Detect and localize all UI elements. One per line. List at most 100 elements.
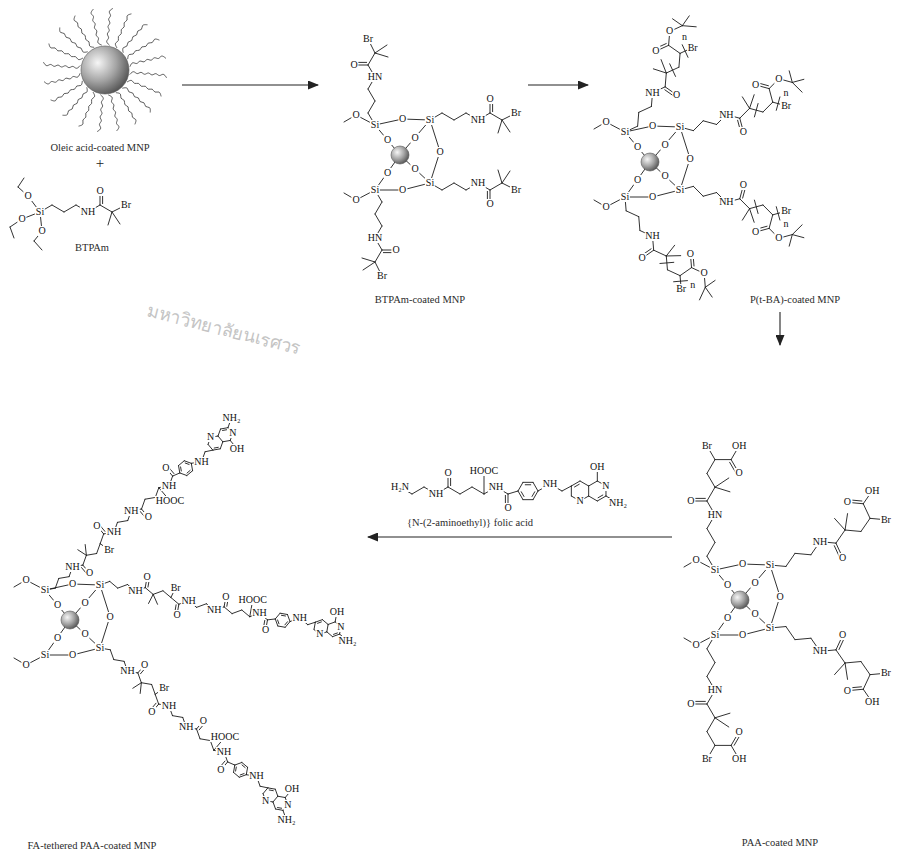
atom-label: OH xyxy=(589,462,605,472)
bond-line xyxy=(571,486,572,496)
atom-label: NH₂ xyxy=(277,815,297,825)
atom-label: O xyxy=(838,553,847,563)
atom-label: O xyxy=(735,727,744,737)
bond-line xyxy=(707,529,715,543)
atom-label: O xyxy=(80,598,89,608)
bond-line xyxy=(213,449,220,450)
bond-line xyxy=(639,217,640,231)
atom-label: O xyxy=(503,503,512,513)
atom-label: O xyxy=(738,630,747,640)
bond-line xyxy=(508,491,518,494)
bond-line xyxy=(670,64,676,77)
atom-label: Si xyxy=(40,650,50,660)
atom-label: O xyxy=(216,765,225,775)
bond-line xyxy=(754,103,758,116)
oleic-chain xyxy=(128,39,160,59)
bond-line xyxy=(836,650,845,663)
bond-line xyxy=(85,545,86,556)
bond-line xyxy=(155,694,159,704)
bond-line xyxy=(375,45,387,53)
atom-label: O xyxy=(144,512,153,522)
bond-line xyxy=(86,554,96,556)
bond-line xyxy=(653,69,666,73)
bond-line xyxy=(699,287,705,300)
reaction-arrow xyxy=(779,312,780,345)
bond-line xyxy=(260,786,268,788)
atom-label: Si xyxy=(675,122,685,132)
atom-label: Br xyxy=(687,43,699,53)
atom-label: NH xyxy=(812,537,828,547)
atom-label: n xyxy=(689,280,696,290)
bond-line xyxy=(153,591,163,595)
atom-label: O xyxy=(774,233,783,243)
atom-label: O xyxy=(691,640,700,650)
atom-label: O xyxy=(843,686,852,696)
bond-line xyxy=(187,471,193,476)
atom-label: HOOC xyxy=(238,595,268,605)
atom-label: NH xyxy=(127,586,143,596)
atom-label: n xyxy=(782,88,789,98)
watermark: มหาวิทยาลัยนเรศวร xyxy=(145,300,304,359)
bond-line xyxy=(223,440,230,441)
bond-line xyxy=(845,530,861,531)
atom-label: Si xyxy=(35,207,45,217)
atom-label: NH xyxy=(470,178,486,188)
oleic-chain xyxy=(74,16,94,48)
bond-line xyxy=(792,235,804,238)
bond-line xyxy=(327,624,328,631)
atom-label: O xyxy=(410,164,419,174)
oleic-chain xyxy=(44,73,80,84)
atom-label: O xyxy=(685,154,694,164)
bond-line xyxy=(110,581,118,588)
bond-line xyxy=(845,663,848,679)
atom-label: N xyxy=(601,481,610,491)
bond-line xyxy=(795,553,811,554)
bond-line xyxy=(682,16,689,26)
atom-label: Si xyxy=(95,580,105,590)
bond-line xyxy=(707,732,715,746)
bond-line xyxy=(521,492,524,497)
bond-line xyxy=(665,73,666,87)
bond-line xyxy=(278,807,282,809)
bond-line xyxy=(412,487,424,494)
bond-line xyxy=(525,484,530,485)
bond-line xyxy=(597,496,606,501)
atom-label: O xyxy=(147,707,156,717)
atom-label: NH xyxy=(248,771,264,781)
bond-line xyxy=(328,622,335,625)
bond-line xyxy=(707,704,715,718)
atom-label: N xyxy=(283,800,292,810)
bond-line xyxy=(769,89,773,103)
magnetic-nanoparticle xyxy=(641,153,659,171)
oleic-chain xyxy=(130,72,167,78)
magnetic-nanoparticle xyxy=(61,611,79,629)
bond-line xyxy=(269,789,273,791)
atom-label: Br xyxy=(362,34,374,44)
atom-label: O xyxy=(23,191,32,201)
atom-label: O xyxy=(21,660,30,670)
bond-line xyxy=(171,598,179,605)
atom-label: NH xyxy=(542,479,558,489)
oleic-chain xyxy=(60,28,88,53)
bond-line xyxy=(682,26,696,27)
atom-label: O xyxy=(774,74,783,84)
reaction-arrow xyxy=(368,536,672,537)
oleic-chain xyxy=(122,88,150,113)
structure-caption: PAA-coated MNP xyxy=(742,837,818,850)
atom-label: O xyxy=(638,253,647,263)
atom-label: O xyxy=(648,121,657,131)
bond-line xyxy=(375,53,388,57)
atom-label: Si xyxy=(95,643,105,653)
atom-label: NH₂ xyxy=(222,413,242,423)
bond-line xyxy=(234,765,235,772)
bond-line xyxy=(533,482,538,491)
bond-line xyxy=(448,487,460,494)
bond-line xyxy=(786,553,795,566)
bond-line xyxy=(835,518,845,530)
oleic-chain xyxy=(123,25,148,53)
bond-line xyxy=(368,101,375,113)
bond-line xyxy=(769,215,773,229)
bond-line xyxy=(742,209,749,221)
bond-line xyxy=(242,762,248,767)
atom-label: O xyxy=(651,46,660,56)
